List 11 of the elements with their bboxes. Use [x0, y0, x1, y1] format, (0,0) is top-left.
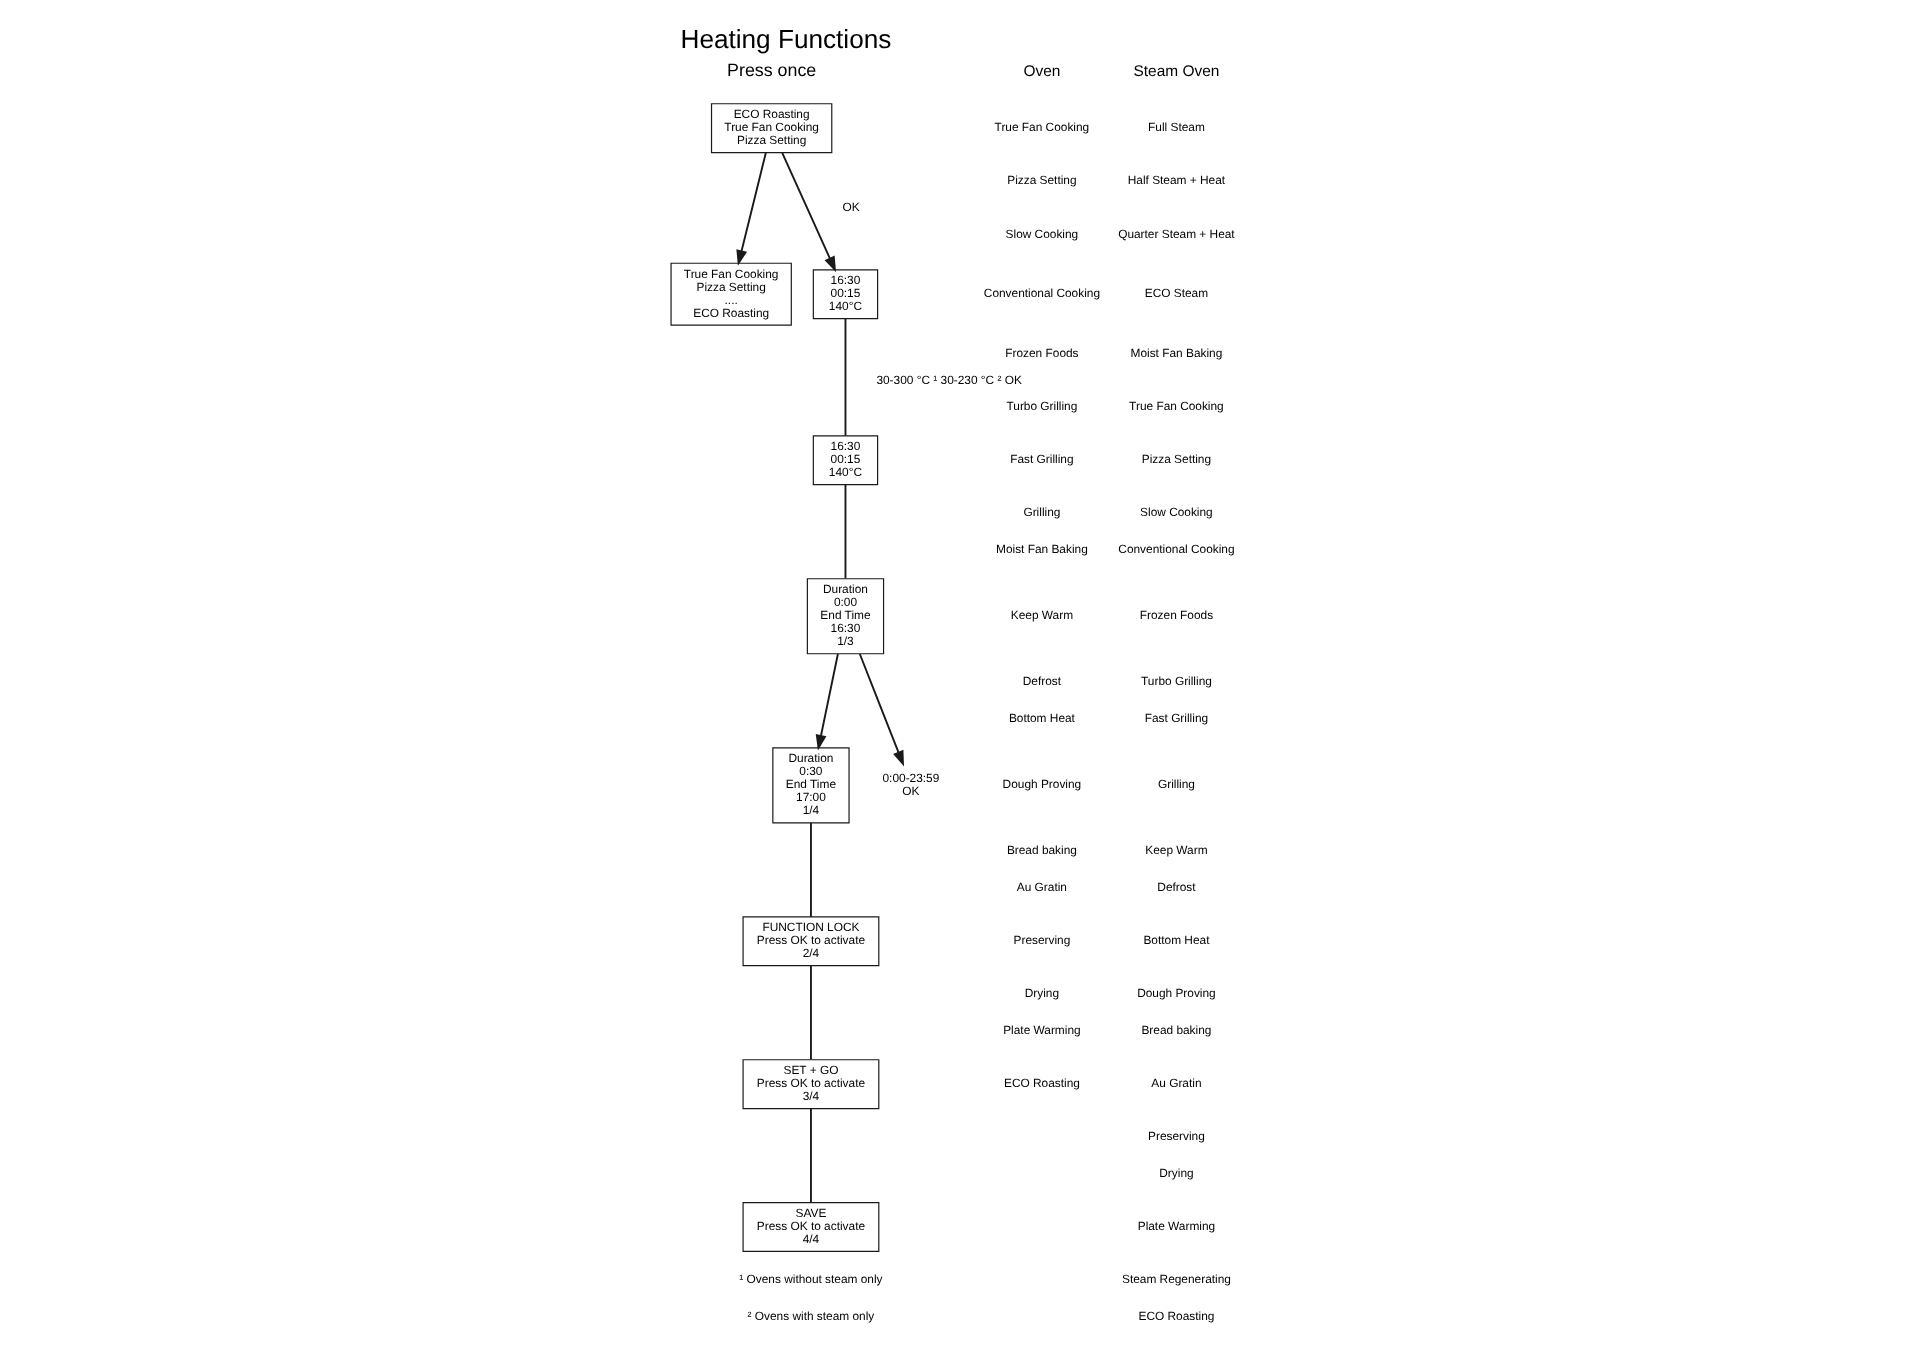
arrow — [735, 150, 766, 265]
connector — [809, 820, 811, 917]
label: Press once — [726, 59, 816, 80]
arrow — [814, 652, 838, 750]
connector — [843, 316, 846, 436]
connector — [843, 482, 846, 579]
arrow — [780, 150, 836, 272]
diagram-title: Heating Functions — [679, 23, 891, 54]
arrow — [857, 652, 903, 766]
connector — [809, 964, 811, 1060]
connector — [809, 1106, 811, 1203]
